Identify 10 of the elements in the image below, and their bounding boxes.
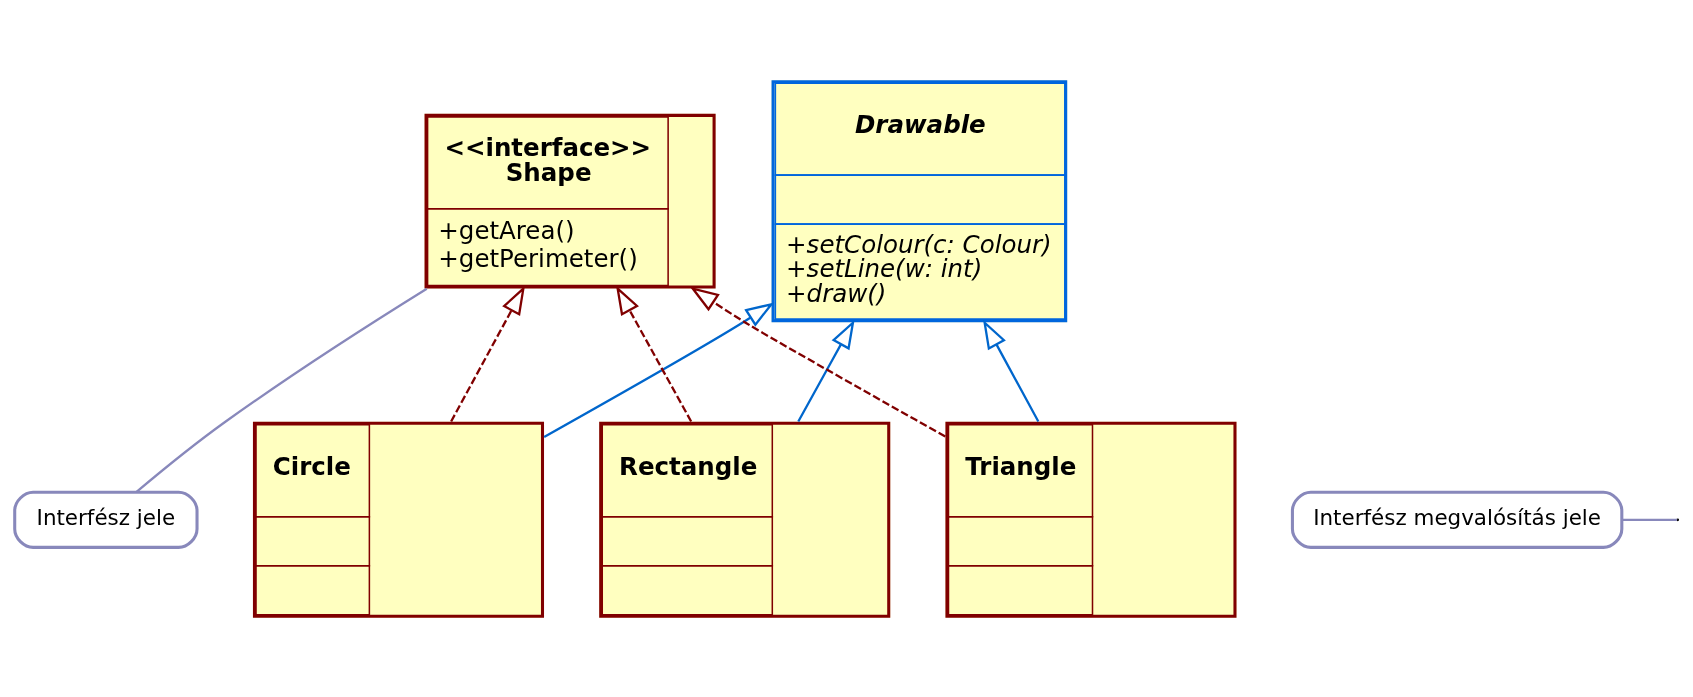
arrow xyxy=(615,285,693,422)
node-box: Interfész jele xyxy=(13,490,199,549)
arrow xyxy=(983,319,1040,422)
connector xyxy=(1622,518,1677,521)
arrow xyxy=(543,301,775,438)
arrow xyxy=(450,285,525,422)
arrow xyxy=(797,319,855,422)
arrow xyxy=(689,286,946,438)
connector xyxy=(135,287,428,493)
node-box: Interfész megvalósítás jele xyxy=(1290,490,1624,549)
